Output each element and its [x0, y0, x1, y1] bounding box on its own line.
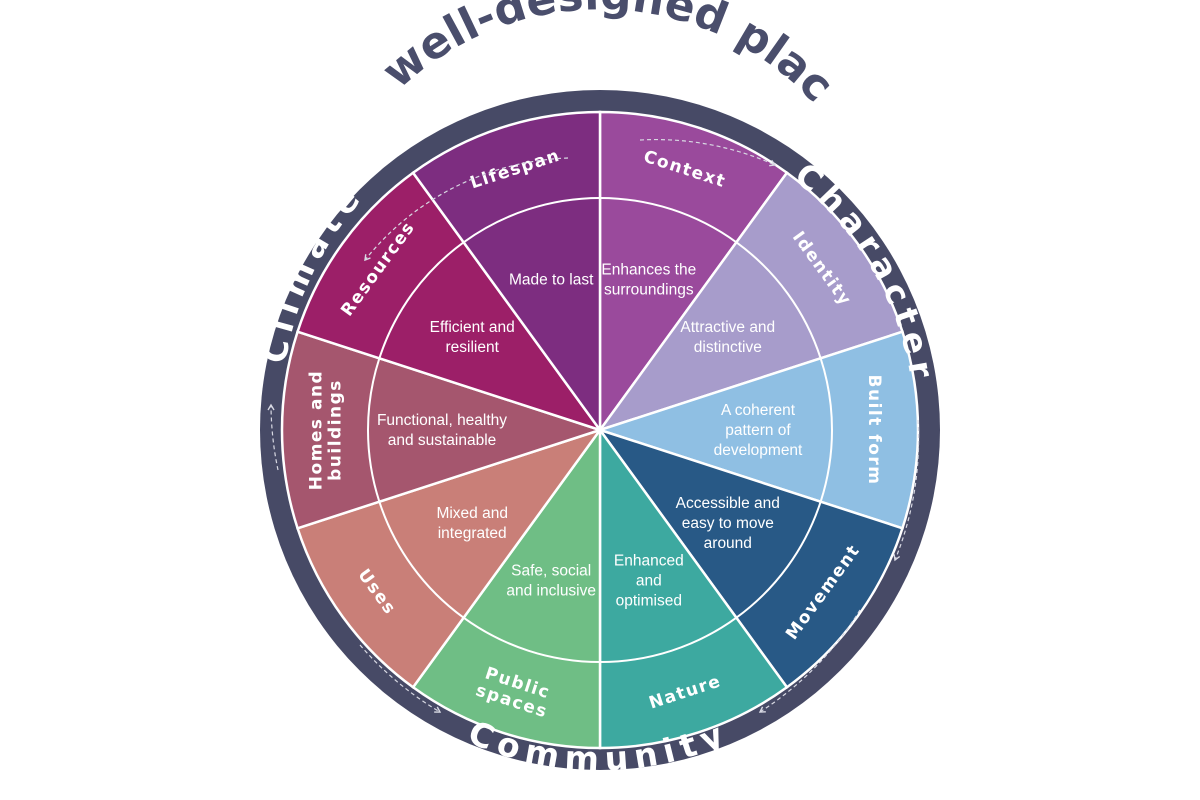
segment-identity: [596, 170, 905, 433]
segment-divider-nature: [599, 616, 737, 663]
ring-arrow-community-left: [359, 644, 442, 713]
ring-arrow-climate: [364, 157, 569, 262]
segment-label-built-form: Built form: [864, 375, 884, 486]
segment-divider-public-spaces: [463, 616, 601, 663]
ring-arrow-community-right: [758, 609, 861, 713]
segment-divider-homes-and-buildings: [366, 358, 381, 502]
segment-divider-movement: [735, 501, 822, 619]
segments-layer: [280, 110, 920, 750]
segment-divider-uses: [378, 501, 465, 619]
segment-nature: [598, 426, 789, 750]
segment-uses: [295, 427, 604, 690]
segment-description-lifespan: Made to last: [509, 272, 594, 289]
ring-arrow-climate-lower: [267, 403, 279, 471]
diagram-title: A well-designed place: [0, 0, 843, 112]
segment-divider-lifespan: [463, 197, 601, 244]
segment-homes-and-buildings: [280, 330, 605, 530]
ring-arrow-character-lower: [893, 419, 920, 562]
segment-divider-built-form: [819, 358, 834, 502]
segment-resources: [295, 170, 604, 433]
segment-divider-context: [599, 197, 737, 244]
segment-divider-resources: [378, 241, 465, 359]
segment-label-homes-and-buildings: Homes andbuildings: [307, 370, 346, 490]
segment-lifespan: [411, 110, 602, 434]
segment-movement: [596, 427, 905, 690]
segment-public-spaces: [411, 426, 602, 750]
segment-divider-identity: [735, 241, 822, 359]
